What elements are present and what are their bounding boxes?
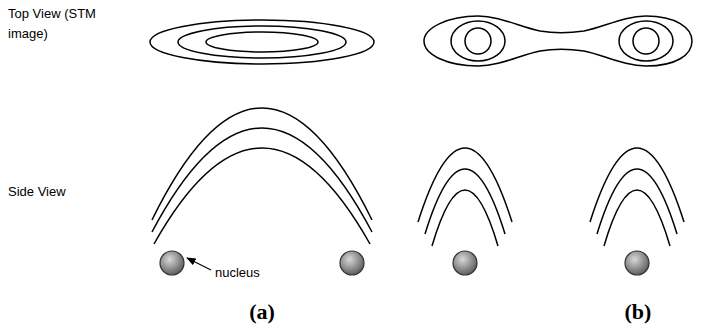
orbital-arc — [425, 169, 505, 234]
contour — [178, 26, 346, 58]
nucleus-sphere — [453, 251, 477, 275]
orbital-arc — [152, 128, 372, 232]
contour — [633, 28, 659, 54]
contour — [150, 20, 374, 64]
orbital-arc — [597, 169, 677, 234]
panel-label: (b) — [625, 300, 652, 324]
orbital-arc — [432, 190, 498, 246]
contour — [206, 32, 318, 52]
contour — [619, 21, 673, 61]
contour — [451, 21, 505, 61]
orbital-arc — [604, 190, 670, 246]
orbital-arc — [152, 108, 372, 220]
callout-label: nucleus — [215, 263, 260, 283]
view-label: Top View (STM image) — [8, 4, 96, 44]
contour — [465, 28, 491, 54]
view-label: Side View — [8, 182, 66, 202]
nucleus-sphere — [625, 251, 649, 275]
orbital-arc — [154, 148, 370, 244]
panel-label: (a) — [249, 300, 275, 324]
contour — [424, 16, 692, 66]
leader-arrow — [187, 258, 211, 270]
nucleus-sphere — [160, 251, 184, 275]
nucleus-sphere — [340, 251, 364, 275]
